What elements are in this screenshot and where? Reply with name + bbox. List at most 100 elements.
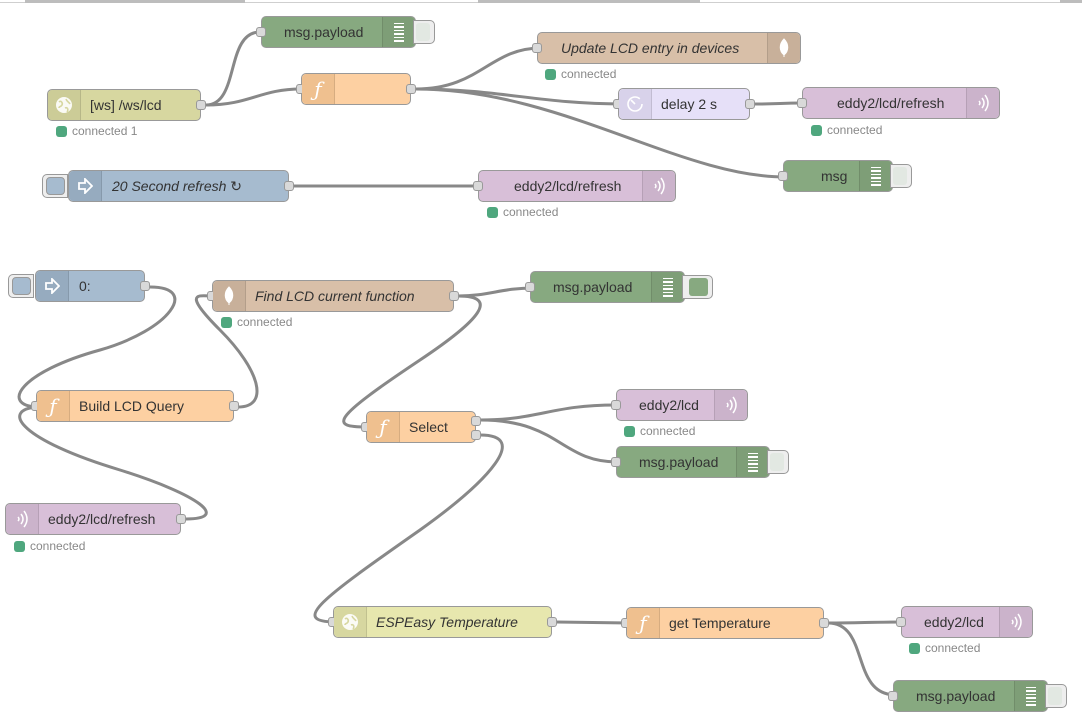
- node-status: connected: [624, 424, 695, 438]
- output-port[interactable]: [176, 514, 186, 524]
- function-icon: ƒ: [627, 608, 660, 638]
- wire-espeasy-temp[interactable]: [555, 620, 630, 625]
- debug-node[interactable]: msg.payload: [888, 680, 1048, 712]
- tab-1[interactable]: [25, 0, 245, 3]
- output-port[interactable]: [140, 281, 150, 291]
- wire-function-mongo-update[interactable]: [415, 46, 542, 91]
- wire-ws-debug[interactable]: [205, 30, 261, 107]
- output-port[interactable]: [449, 291, 459, 301]
- function-node[interactable]: ƒ Build LCD Query: [31, 390, 239, 422]
- output-port[interactable]: [196, 100, 206, 110]
- output-port[interactable]: [284, 181, 294, 191]
- wire-temp-debug[interactable]: [827, 621, 897, 697]
- input-port[interactable]: [888, 691, 898, 701]
- node-label: [ws] /ws/lcd: [90, 97, 162, 113]
- http-in-node[interactable]: ESPEasy Temperature: [328, 606, 557, 638]
- node-label: 20 Second refresh ↻: [112, 178, 243, 194]
- input-port[interactable]: [797, 98, 807, 108]
- mongodb-in-node[interactable]: Find LCD current function: [207, 280, 459, 312]
- input-port[interactable]: [525, 282, 535, 292]
- node-label: eddy2/lcd/refresh: [48, 511, 156, 527]
- status-dot: [56, 125, 67, 137]
- inject-trigger-button[interactable]: [8, 274, 34, 298]
- wire-temp-mqtt[interactable]: [827, 620, 905, 625]
- status-text: connected: [561, 67, 617, 81]
- node-status: connected: [221, 315, 292, 329]
- inject-trigger-button[interactable]: [42, 174, 68, 198]
- debug-node[interactable]: msg.payload: [256, 16, 416, 48]
- list-icon: [736, 447, 769, 477]
- tab-3[interactable]: [1060, 0, 1082, 3]
- wireless-icon: [966, 88, 999, 118]
- mqtt-out-node[interactable]: eddy2/lcd: [896, 606, 1033, 638]
- node-label: eddy2/lcd: [639, 397, 699, 413]
- output-port[interactable]: [745, 99, 755, 109]
- status-text: connected: [827, 123, 883, 137]
- status-text: connected: [925, 641, 981, 655]
- function-icon: ƒ: [302, 74, 335, 104]
- debug-node[interactable]: msg.payload: [525, 271, 685, 303]
- status-text: connected: [30, 539, 86, 553]
- websocket-in-node[interactable]: [ws] /ws/lcd: [47, 89, 206, 121]
- wire-delay-mqtt[interactable]: [754, 101, 803, 106]
- wire-select-espeasy[interactable]: [313, 433, 504, 624]
- debug-node[interactable]: msg: [778, 160, 893, 192]
- input-port[interactable]: [778, 171, 788, 181]
- list-icon: [382, 17, 415, 47]
- wire-select-mqtt[interactable]: [479, 403, 617, 422]
- input-port[interactable]: [611, 400, 621, 410]
- input-port[interactable]: [532, 43, 542, 53]
- mqtt-in-node[interactable]: eddy2/lcd/refresh: [5, 503, 186, 535]
- output-port[interactable]: [819, 618, 829, 628]
- debug-toggle-button[interactable]: [413, 20, 435, 44]
- function-node[interactable]: ƒ get Temperature: [621, 607, 829, 639]
- wire-ws-function[interactable]: [205, 87, 302, 107]
- debug-toggle-button[interactable]: [682, 275, 713, 299]
- debug-toggle-button[interactable]: [890, 164, 912, 188]
- debug-toggle-button[interactable]: [1045, 684, 1067, 708]
- wire-find-debug[interactable]: [457, 286, 535, 298]
- function-icon: ƒ: [367, 412, 400, 442]
- output-port[interactable]: [406, 84, 416, 94]
- status-text: connected: [237, 315, 293, 329]
- status-dot: [545, 68, 556, 80]
- node-label: Build LCD Query: [79, 398, 185, 414]
- inject-node[interactable]: 0:: [35, 270, 150, 302]
- output-port[interactable]: [229, 401, 239, 411]
- wire-build-find[interactable]: [195, 294, 259, 409]
- wire-select-debug[interactable]: [479, 418, 619, 464]
- inject-node[interactable]: 20 Second refresh ↻: [68, 170, 294, 202]
- tab-2[interactable]: [478, 0, 700, 3]
- mqtt-out-node[interactable]: eddy2/lcd/refresh: [473, 170, 676, 202]
- node-status: connected: [909, 641, 980, 655]
- input-port[interactable]: [611, 457, 621, 467]
- debug-toggle-button[interactable]: [767, 450, 789, 474]
- list-icon: [651, 272, 684, 302]
- input-port[interactable]: [896, 617, 906, 627]
- function-node[interactable]: ƒ: [296, 73, 416, 105]
- delay-node[interactable]: delay 2 s: [613, 88, 755, 120]
- wire-inject0-build[interactable]: [17, 285, 177, 409]
- function-node[interactable]: ƒ Select: [361, 411, 481, 443]
- wire-mqttin-build[interactable]: [18, 405, 208, 521]
- output-port-2[interactable]: [471, 430, 481, 440]
- node-label: get Temperature: [669, 615, 771, 631]
- globe-icon: [48, 90, 81, 120]
- debug-node[interactable]: msg.payload: [611, 446, 770, 478]
- leaf-icon: [213, 281, 246, 311]
- input-port[interactable]: [473, 181, 483, 191]
- wire-function-debug-msg[interactable]: [415, 87, 786, 179]
- output-port[interactable]: [547, 617, 557, 627]
- wireless-icon: [999, 607, 1032, 637]
- wire-find-select[interactable]: [342, 294, 482, 429]
- function-icon: ƒ: [37, 391, 70, 421]
- mqtt-out-node[interactable]: eddy2/lcd: [611, 389, 748, 421]
- arrow-right-icon: [36, 271, 69, 301]
- output-port-1[interactable]: [471, 416, 481, 426]
- input-port[interactable]: [256, 27, 266, 37]
- globe-icon: [334, 607, 367, 637]
- mqtt-out-node[interactable]: eddy2/lcd/refresh: [797, 87, 1000, 119]
- node-label: msg.payload: [284, 24, 364, 40]
- node-label: msg.payload: [553, 279, 633, 295]
- mongodb-out-node[interactable]: Update LCD entry in devices: [532, 32, 801, 64]
